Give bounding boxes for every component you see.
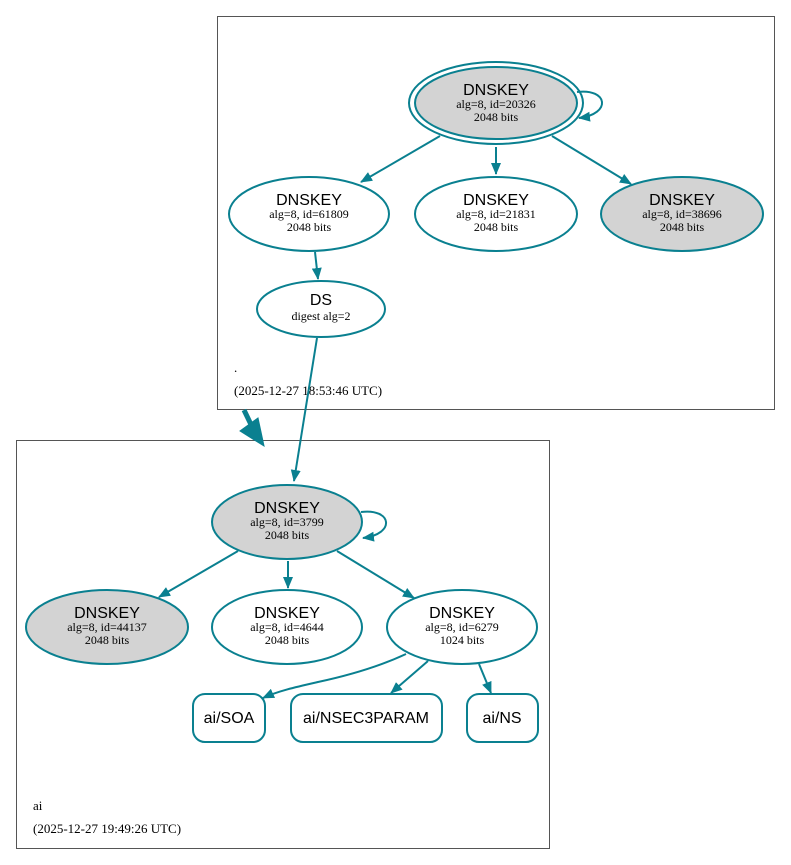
node-ai-key1-title: DNSKEY [74, 605, 140, 622]
node-ai-key1-shape [25, 589, 189, 665]
node-rr-ns-label: ai/NS [482, 710, 521, 727]
ai-zone-timestamp: (2025-12-27 19:49:26 UTC) [33, 821, 181, 836]
edge-ai-ksk-key3 [336, 550, 415, 599]
root-zone-border [217, 16, 775, 410]
node-ai-ksk-line1: alg=8, id=3799 [250, 515, 324, 529]
node-ai-key1-line2: 2048 bits [85, 633, 130, 647]
node-ai-key2-line2: 2048 bits [265, 633, 310, 647]
node-root-zsk2-line1: alg=8, id=21831 [456, 207, 536, 221]
edge-ds-ai-ksk [290, 337, 318, 482]
root-zone-label: . [234, 360, 237, 375]
node-root-ksk-line1: alg=8, id=20326 [456, 97, 536, 111]
node-root-ksk-shape [414, 66, 578, 140]
edge-ai-ksk-key1 [158, 550, 239, 598]
edge-zsk1-ds [311, 251, 322, 280]
node-ai-key2-title: DNSKEY [254, 605, 320, 622]
node-ai-key3-line2: 1024 bits [440, 633, 485, 647]
node-root-zsk1-shape [228, 176, 390, 252]
node-rr-soa-shape [192, 693, 266, 743]
edge-root-ksk-zsk3 [551, 135, 632, 185]
node-ai-ksk[interactable]: DNSKEY alg=8, id=3799 2048 bits [211, 484, 363, 560]
node-ai-key2-line1: alg=8, id=4644 [250, 620, 324, 634]
node-ai-key1[interactable]: DNSKEY alg=8, id=44137 2048 bits [25, 589, 189, 665]
edge-root-ksk-self [576, 90, 603, 122]
node-root-ds-line1: digest alg=2 [291, 309, 350, 323]
node-ai-key3[interactable]: DNSKEY alg=8, id=6279 1024 bits [386, 589, 538, 665]
node-rr-nsec3param-shape [290, 693, 443, 743]
node-ai-key3-title: DNSKEY [429, 605, 495, 622]
node-ai-key3-shape [386, 589, 538, 665]
node-rr-ns[interactable]: ai/NS [466, 693, 539, 743]
node-rr-nsec3param-label: ai/NSEC3PARAM [303, 710, 429, 727]
ai-zone-label: ai [33, 798, 43, 813]
node-root-ksk[interactable]: DNSKEY alg=8, id=20326 2048 bits [408, 61, 584, 145]
node-rr-soa-label: ai/SOA [204, 710, 255, 727]
node-root-zsk3[interactable]: DNSKEY alg=8, id=38696 2048 bits [600, 176, 764, 252]
node-root-ds-title: DS [310, 292, 332, 309]
node-root-zsk1-title: DNSKEY [276, 192, 342, 209]
edge-root-ksk-zsk1 [360, 135, 441, 183]
node-root-zsk3-shape [600, 176, 764, 252]
node-ai-key2[interactable]: DNSKEY alg=8, id=4644 2048 bits [211, 589, 363, 665]
node-root-zsk2-line2: 2048 bits [474, 220, 519, 234]
node-root-zsk1-line2: 2048 bits [287, 220, 332, 234]
node-rr-ns-shape [466, 693, 539, 743]
node-rr-nsec3param[interactable]: ai/NSEC3PARAM [290, 693, 443, 743]
node-ai-ksk-title: DNSKEY [254, 500, 320, 517]
ai-zone-border [16, 440, 550, 849]
node-ai-key3-line1: alg=8, id=6279 [425, 620, 499, 634]
edge-key3-nsec3param [390, 660, 429, 694]
node-root-zsk2-shape [414, 176, 578, 252]
node-root-zsk3-line2: 2048 bits [660, 220, 705, 234]
node-ai-key1-line1: alg=8, id=44137 [67, 620, 147, 634]
node-ai-ksk-line2: 2048 bits [265, 528, 310, 542]
node-root-ksk-line2: 2048 bits [474, 110, 519, 124]
ai-zone-cluster: ai (2025-12-27 19:49:26 UTC) [16, 440, 550, 849]
node-root-ds-shape [256, 280, 386, 338]
node-root-zsk2[interactable]: DNSKEY alg=8, id=21831 2048 bits [414, 176, 578, 252]
node-ai-key2-shape [211, 589, 363, 665]
node-root-zsk3-line1: alg=8, id=38696 [642, 207, 722, 221]
node-root-ksk-outer-ring [408, 61, 584, 145]
edge-key3-ns [478, 663, 492, 694]
delegation-arrowhead [239, 417, 265, 448]
node-root-ksk-title: DNSKEY [463, 82, 529, 99]
node-root-zsk3-title: DNSKEY [649, 192, 715, 209]
node-root-zsk1-line1: alg=8, id=61809 [269, 207, 349, 221]
edge-key3-soa [262, 653, 407, 699]
node-root-ds[interactable]: DS digest alg=2 [256, 280, 386, 338]
node-root-zsk1[interactable]: DNSKEY alg=8, id=61809 2048 bits [228, 176, 390, 252]
node-ai-ksk-shape [211, 484, 363, 560]
node-rr-soa[interactable]: ai/SOA [192, 693, 266, 743]
node-root-zsk2-title: DNSKEY [463, 192, 529, 209]
edge-ai-ksk-self [360, 510, 387, 542]
